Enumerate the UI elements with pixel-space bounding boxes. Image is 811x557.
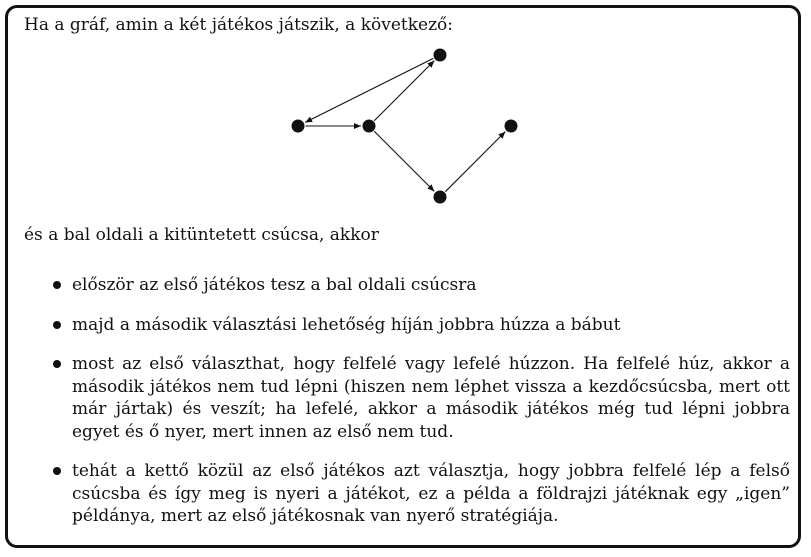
list-item: majd a második választási lehetőség híjá… xyxy=(53,314,790,337)
graph-edges xyxy=(304,57,506,193)
bullet-text: majd a második választási lehetőség híjá… xyxy=(72,314,621,335)
bullet-list: először az első játékos tesz a bal oldal… xyxy=(53,274,790,545)
node-bottom xyxy=(433,190,447,204)
node-right xyxy=(504,119,518,133)
list-item: először az első játékos tesz a bal oldal… xyxy=(53,274,790,297)
bullet-icon xyxy=(53,320,61,329)
bullet-icon xyxy=(53,467,61,475)
node-left xyxy=(291,119,305,133)
edge-top-left xyxy=(304,57,434,123)
bullet-text: most az első választhat, hogy felfelé va… xyxy=(72,354,790,442)
edge-center-top xyxy=(373,60,435,122)
edge-center-bottom xyxy=(373,130,435,192)
bullet-icon xyxy=(53,360,61,368)
bullet-text: tehát a kettő közül az első játékos azt … xyxy=(72,461,790,526)
list-item: most az első választhat, hogy felfelé va… xyxy=(53,353,790,443)
after-text: és a bal oldali a kitüntetett csúcsa, ak… xyxy=(24,225,379,245)
intro-text: Ha a gráf, amin a két játékos játszik, a… xyxy=(24,15,454,35)
list-item: tehát a kettő közül az első játékos azt … xyxy=(53,460,790,528)
node-center xyxy=(362,119,376,133)
graph-nodes xyxy=(291,48,518,204)
node-top xyxy=(433,48,447,62)
bullet-text: először az első játékos tesz a bal oldal… xyxy=(72,275,477,295)
content-frame xyxy=(5,5,801,548)
edge-bottom-right xyxy=(444,131,506,193)
bullet-icon xyxy=(53,281,61,289)
